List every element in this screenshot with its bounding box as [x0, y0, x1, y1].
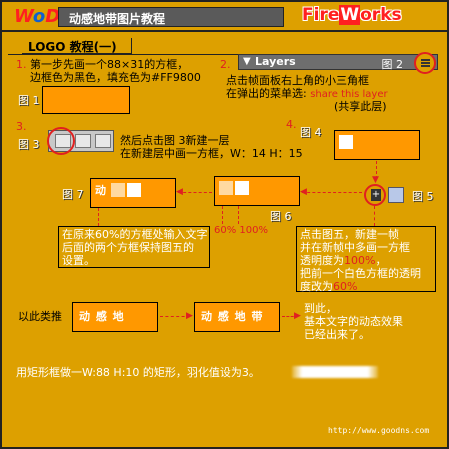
highlight-circle — [47, 127, 75, 155]
fig-1-label: 图 1 — [18, 94, 40, 107]
arrow-head: ▶ — [186, 311, 193, 321]
layers-panel: ▼ Layers 图 2 — [238, 54, 438, 71]
note-right-5: 度改为60% — [300, 280, 358, 293]
fig-4-label: 图 4 — [300, 126, 322, 139]
layers-toolbar — [47, 127, 114, 155]
step-2-text-1: 点击帧面板右上角的小三角框 — [226, 74, 369, 87]
fig-6-label: 图 6 — [270, 210, 292, 223]
arrow-head: ◀ — [176, 187, 183, 197]
fig-7-text: 动 — [95, 184, 106, 197]
pointer-60 — [222, 206, 223, 224]
arrow-row-2 — [282, 316, 298, 317]
layers-panel-title: Layers — [255, 55, 296, 68]
note-right-1: 点击图五，新建一帧 — [300, 228, 399, 241]
fig-7-box: 动 — [90, 178, 176, 208]
last-instruction: 用矩形框做一W:88 H:10 的矩形，羽化值设为3。 — [16, 366, 260, 379]
done-text-1: 到此， — [304, 302, 337, 315]
site-logo: WoD — [14, 6, 61, 27]
step-2-text-2: 在弹出的菜单选: share this layer — [226, 87, 388, 100]
feathered-rectangle — [292, 366, 378, 378]
note-right-3: 透明度为100%， — [300, 254, 387, 267]
fig-1-box — [42, 86, 130, 114]
fig-6-box — [214, 176, 300, 206]
note-right-4: 把前一个白色方框的透明 — [300, 267, 421, 280]
panel-collapse-icon[interactable]: ▼ — [243, 56, 251, 67]
fig-7-pale-square — [111, 183, 125, 197]
note-left-2: 后面的两个方框保持图五的 — [62, 241, 194, 254]
fig-7-label: 图 7 — [62, 188, 84, 201]
row-prefix: 以此类推 — [18, 310, 62, 323]
step-2-text-3: (共享此层) — [334, 100, 387, 113]
frame-box-2: 动 感 地 带 — [194, 302, 280, 332]
fig-7-white-square — [127, 183, 141, 197]
frame-box-1: 动 感 地 — [72, 302, 158, 332]
pointer-note-right — [374, 206, 375, 226]
fig-6-pale-square — [219, 181, 233, 195]
new-frame-button[interactable]: + — [364, 184, 386, 206]
step-3-text-1: 然后点击图 3新建一层 — [120, 134, 230, 147]
step-1-number: 1. — [16, 58, 27, 71]
pointer-text — [98, 208, 99, 226]
note-left-3: 设置。 — [62, 254, 95, 267]
step-1-text-2: 边框色为黑色，填充色为#FF9800 — [30, 71, 201, 84]
step-1-text-1: 第一步先画一个88×31的方框， — [30, 58, 189, 71]
note-right-2: 并在新帧中多画一方框 — [300, 241, 410, 254]
arrow-6-7 — [178, 192, 212, 193]
footer-url[interactable]: http://www.goodns.com — [328, 426, 430, 435]
note-right-box — [296, 226, 436, 292]
done-text-2: 基本文字的动态效果 — [304, 315, 403, 328]
header: WoD 动感地带图片教程 FireWorks — [2, 2, 447, 32]
note-left-1: 在原来60%的方框处输入文字 — [62, 228, 208, 241]
arrow-head: ▶ — [294, 311, 301, 321]
arrow-5-6 — [302, 192, 362, 193]
fig-4-box — [334, 130, 420, 160]
done-text-3: 已经出来了。 — [304, 328, 370, 341]
title-bar: 动感地带图片教程 — [58, 7, 284, 27]
arrow-head: ◀ — [300, 187, 307, 197]
fireworks-logo: FireWorks — [302, 5, 402, 25]
page-title: 动感地带图片教程 — [69, 12, 166, 26]
pointer-100 — [238, 206, 239, 224]
section-label: LOGO 教程(一) — [22, 38, 132, 54]
divider — [8, 54, 438, 55]
frames-icons: + — [364, 184, 406, 206]
panel-options-menu-icon[interactable] — [414, 52, 436, 74]
toolbar-button-2[interactable] — [75, 134, 91, 148]
step-3-number: 3. — [16, 120, 27, 133]
arrow-row-1 — [160, 316, 190, 317]
fig-4-white-square — [339, 135, 353, 149]
step-2-number: 2. — [220, 58, 231, 71]
arrow-4-5 — [376, 161, 377, 179]
percent-labels: 60% 100% — [214, 225, 269, 236]
step-3-text-2: 在新建层中画一方框，W：14 H：15 — [120, 147, 303, 160]
trash-icon[interactable] — [388, 187, 404, 203]
toolbar-button-3[interactable] — [95, 134, 111, 148]
fig-3-label: 图 3 — [18, 138, 40, 151]
step-4-number: 4. — [286, 118, 297, 131]
note-left-box — [58, 226, 210, 268]
fig-5-label: 图 5 — [412, 190, 434, 203]
fig-6-white-square — [235, 181, 249, 195]
arrow-head: ▼ — [372, 175, 379, 185]
fig-2-label: 图 2 — [381, 58, 404, 71]
